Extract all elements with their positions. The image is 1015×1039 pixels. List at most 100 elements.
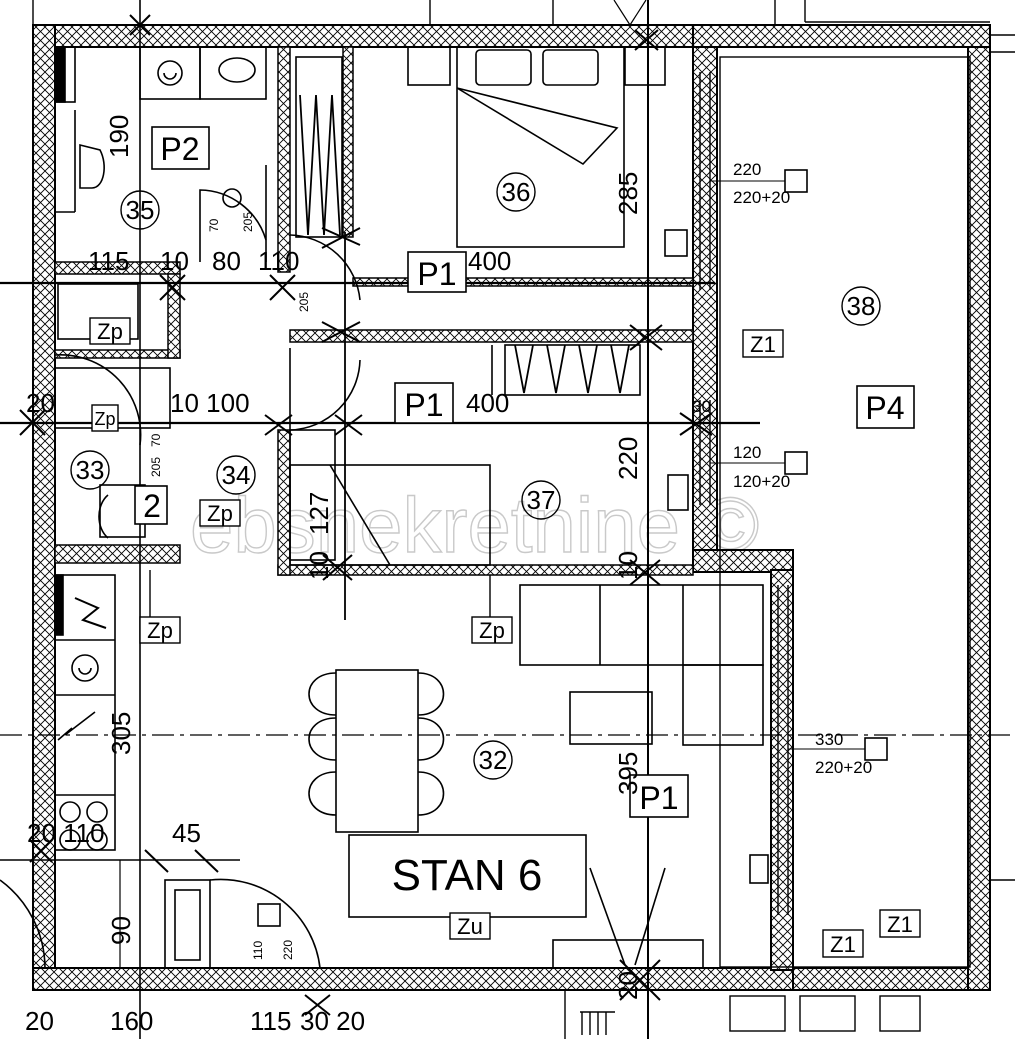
room-35-number: 35	[126, 195, 155, 225]
floor-code-p1-bedroom36: P1	[417, 256, 456, 292]
hob-burner-3	[59, 829, 81, 851]
room-32-number: 32	[479, 745, 508, 775]
wall-code-zp-wc: Zp	[94, 409, 115, 429]
opening-labels: 220 220+20 120 120+20 330 220+20 205 205…	[149, 160, 872, 960]
room-38-number: 38	[847, 291, 876, 321]
dim-20-living-bottom: 20	[613, 971, 643, 1000]
floor-code-p2-bath: P2	[160, 131, 199, 167]
tv-cabinet	[552, 939, 704, 969]
door-bath-width: 70	[207, 218, 221, 232]
dim-115: 115	[88, 246, 129, 276]
dim-10-living: 10	[613, 551, 643, 580]
wall-terrace-divider	[692, 46, 718, 553]
wall-code-zu: Zu	[457, 914, 483, 939]
wall-bath-right	[277, 46, 291, 273]
floor-code-p1-bedroom37: P1	[404, 387, 443, 423]
room-number-circles	[70, 172, 881, 780]
dim-190: 190	[104, 115, 134, 158]
dim-20-110: 20 110	[27, 818, 105, 848]
dimension-ticks	[0, 14, 713, 1016]
room-33-number: 33	[76, 455, 105, 485]
wall-code-zp-kitchen: Zp	[147, 618, 173, 643]
dim-10: 10	[160, 246, 189, 276]
nightstand-right	[624, 46, 666, 86]
pillow-left	[475, 49, 532, 86]
dim-285: 285	[613, 172, 643, 215]
entrance-door	[0, 878, 321, 969]
dim-395: 395	[613, 752, 643, 795]
radiator-32	[749, 854, 769, 884]
watermark: ebsnekretnine ©	[190, 481, 759, 569]
bedroom-37-furniture	[289, 429, 689, 566]
wall-small-left	[54, 261, 181, 275]
wall-terrace-corner	[692, 549, 794, 573]
bath-door-swing	[199, 189, 267, 262]
radiator-36	[664, 229, 688, 257]
kitchen-counter	[54, 574, 116, 851]
desk-37	[289, 429, 336, 561]
wall-code-zp-hall: Zp	[207, 501, 233, 526]
coffee-table	[569, 691, 653, 745]
dim-110: 110	[258, 246, 299, 276]
wall-small-mid	[54, 349, 181, 359]
room-numbers: 32 33 34 35 36 37 38	[76, 177, 876, 775]
apartment-label: STAN 6	[392, 851, 543, 900]
dim-127: 127	[304, 492, 334, 535]
door-hall-height: 205	[297, 292, 311, 312]
wall-bath2-bottom	[54, 544, 181, 564]
window-3-width: 330	[815, 730, 843, 749]
sink-tap-icon	[57, 711, 96, 741]
wall-hall-mid	[289, 329, 694, 343]
dim-400-top: 400	[468, 246, 511, 276]
floor-codes: P1 P1 P1 P2 P4 2	[143, 131, 904, 816]
dim-305: 305	[106, 712, 136, 755]
door-bath-height: 205	[241, 212, 255, 232]
shower-tray	[139, 46, 201, 100]
dim-115-bottom: 115	[250, 1006, 291, 1036]
dim-20: 20	[26, 388, 55, 418]
wall-code-boxes	[89, 317, 921, 958]
wall-bottom-right	[792, 967, 984, 991]
bedroom-36-furniture	[407, 46, 688, 257]
wall-wardrobe-right	[342, 46, 354, 238]
terrace-railing	[699, 56, 971, 968]
neighbour-outline	[564, 990, 921, 1039]
wall-code-zp-small: Zp	[97, 319, 123, 344]
wall-top-right	[692, 24, 991, 48]
wardrobe-bedroom2	[504, 344, 641, 396]
wall-code-z1-bottom: Z1	[830, 932, 856, 957]
dim-20-bottom: 20	[25, 1006, 54, 1036]
wardrobes	[295, 56, 641, 396]
floor-code-p4-terrace: P4	[865, 390, 904, 426]
hob-burner-4	[86, 829, 108, 851]
wall-bedroom2-left	[277, 429, 291, 576]
nightstand-left	[407, 46, 451, 86]
washbasin-bowl-icon	[218, 57, 256, 83]
floor-code-p1-living: P1	[639, 780, 678, 816]
dim-10-bedroom: 10	[304, 551, 334, 580]
kitchen-fixtures	[54, 574, 116, 851]
window-2-marker	[784, 451, 808, 475]
dim-80: 80	[212, 246, 241, 276]
hob-burner-1	[59, 801, 81, 823]
living-room-furniture	[308, 584, 769, 969]
window-1-width: 220	[733, 160, 761, 179]
dim-90: 90	[106, 916, 136, 945]
dining-table	[335, 669, 419, 833]
window-2-width: 120	[733, 443, 761, 462]
wall-code-z1-terrace: Z1	[750, 332, 776, 357]
dim-45: 45	[172, 818, 201, 848]
pillow-right	[542, 49, 599, 86]
intercom-marker	[257, 903, 281, 927]
dim-10-100: 10 100	[170, 388, 250, 418]
washer-icon	[71, 654, 99, 682]
bed-36	[456, 46, 625, 248]
dim-30-20: 30 20	[300, 1006, 365, 1036]
wall-top	[32, 24, 694, 48]
electric-icon	[74, 597, 107, 629]
wall-codes: Z1 Z1 Z1 Zp Zp Zp Zp Zp Zu	[94, 319, 912, 957]
bathroom-fixtures	[54, 46, 267, 262]
window-2-height: 120+20	[733, 472, 790, 491]
sofa-back	[519, 584, 764, 666]
room-34-number: 34	[222, 460, 251, 490]
